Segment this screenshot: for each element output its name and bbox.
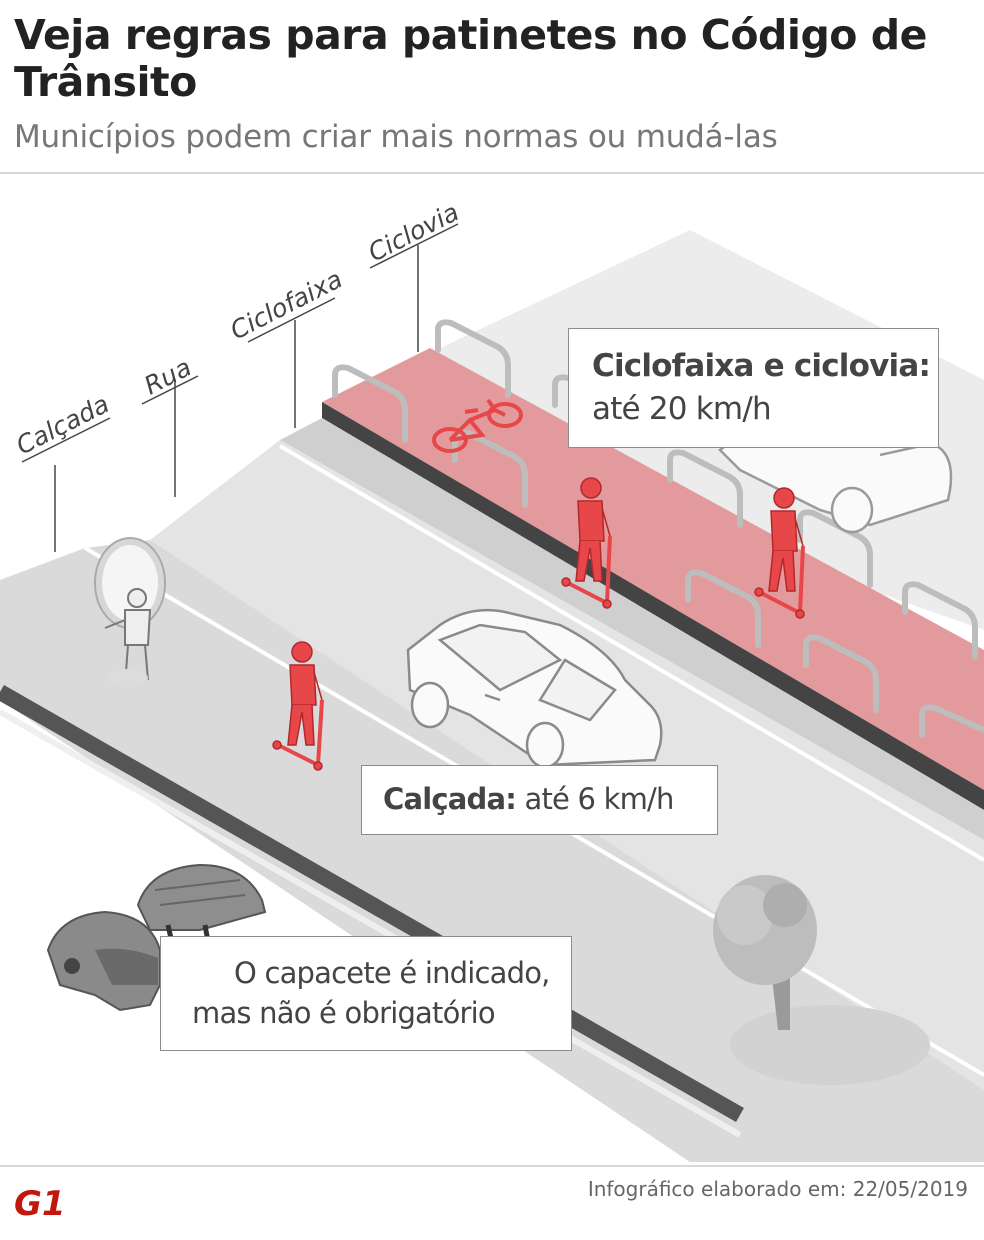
- street-car: [406, 608, 663, 769]
- helmet-callout: O capacete é indicado, mas não é obrigat…: [160, 936, 572, 1051]
- label-calcada: Calçada: [12, 389, 114, 460]
- label-ciclofaixa: Ciclofaixa: [226, 264, 347, 345]
- helmet-callout-line2: mas não é obrigatório: [192, 996, 496, 1030]
- tree: [713, 875, 930, 1085]
- bike-lane-callout-title: Ciclofaixa e ciclovia:: [592, 348, 931, 384]
- label-ciclovia: Ciclovia: [364, 197, 464, 267]
- label-rua: Rua: [140, 352, 196, 400]
- sidewalk-callout-speed: até 6 km/h: [524, 782, 675, 816]
- pedestrian: [94, 537, 166, 687]
- helmet-callout-line1: O capacete é indicado,: [234, 956, 550, 990]
- bike-lane-speed-callout: Ciclofaixa e ciclovia: até 20 km/h: [568, 328, 939, 448]
- scooter-rider-sidewalk: [272, 641, 324, 771]
- bike-lane: [322, 348, 984, 790]
- sidewalk-callout-title: Calçada:: [383, 782, 517, 816]
- g1-logo: G1: [14, 1184, 66, 1221]
- bike-lane-callout-speed: até 20 km/h: [592, 391, 772, 427]
- scooter-rider-lane-2: [754, 487, 805, 619]
- page-subtitle: Municípios podem criar mais normas ou mu…: [14, 119, 778, 155]
- sidewalk: [0, 540, 984, 1162]
- bike-lane-symbol: [432, 398, 523, 453]
- sidewalk-speed-callout: Calçada: até 6 km/h: [361, 765, 718, 835]
- credit-text: Infográfico elaborado em: 22/05/2019: [587, 1177, 968, 1201]
- g1-logo-text: G1: [14, 1184, 66, 1221]
- ciclofaixa-strip: [280, 418, 984, 840]
- scooter-rider-lane-1: [561, 477, 612, 609]
- page-title: Veja regras para patinetes no Código de …: [14, 11, 927, 106]
- top-divider: [0, 172, 984, 174]
- bottom-divider: [0, 1165, 984, 1167]
- bike-lane-curb: [322, 402, 984, 810]
